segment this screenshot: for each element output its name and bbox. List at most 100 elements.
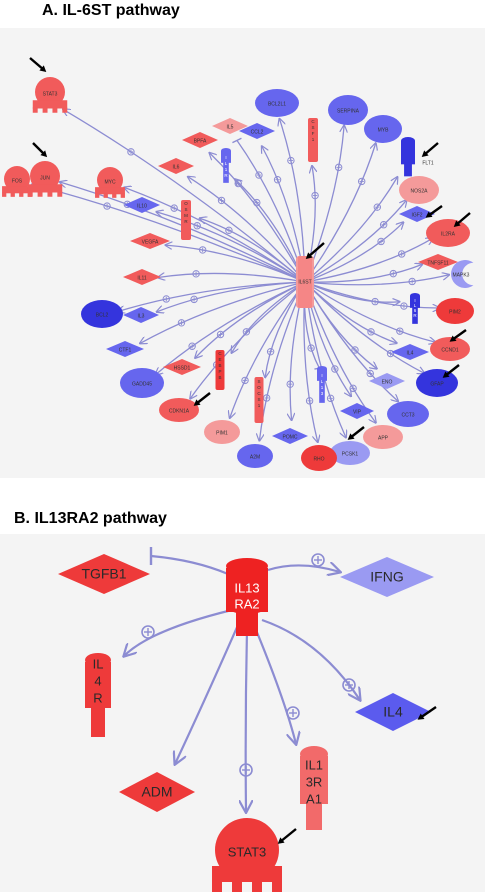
node-hssd1: HSSD1 <box>163 359 201 375</box>
node-gadd45: GADD45 <box>120 368 164 398</box>
svg-text:S: S <box>184 207 187 212</box>
svg-text:CCL2: CCL2 <box>251 129 264 135</box>
svg-text:C: C <box>311 119 315 124</box>
svg-text:IL6ST: IL6ST <box>298 279 311 285</box>
svg-text:1: 1 <box>225 167 228 172</box>
node-eno: ENO <box>369 373 405 389</box>
svg-text:L: L <box>321 379 324 384</box>
edge-b-il4r <box>124 608 233 656</box>
panel-a-title: A. IL-6ST pathway <box>42 2 180 19</box>
node-b-il4: IL4 <box>355 693 431 731</box>
svg-text:1: 1 <box>321 385 324 390</box>
edge-fos <box>32 184 306 283</box>
pointer-stat3-b-icon <box>277 828 297 844</box>
svg-text:IL4: IL4 <box>383 704 403 720</box>
svg-text:3R: 3R <box>306 774 323 789</box>
edge-vegfa <box>165 245 306 283</box>
node-myc: MYC <box>95 167 125 198</box>
pointer-gfap-icon <box>442 364 460 378</box>
svg-text:1: 1 <box>258 403 261 408</box>
edge-osmr <box>200 218 306 283</box>
svg-text:C: C <box>257 391 261 396</box>
svg-text:IL11: IL11 <box>137 275 147 281</box>
node-cdkn1a: CDKN1A <box>159 398 199 422</box>
svg-text:F: F <box>312 131 315 136</box>
svg-text:B: B <box>218 363 221 368</box>
svg-text:MYB: MYB <box>378 127 390 133</box>
svg-text:I: I <box>414 298 415 303</box>
edge-pim2 <box>304 281 439 308</box>
edge-jun <box>60 182 306 283</box>
edge-ccnd1 <box>304 281 435 342</box>
pointer-il4-b-icon <box>417 706 437 720</box>
node-flt1: FLT1 <box>401 137 434 177</box>
svg-text:C: C <box>218 351 222 356</box>
svg-text:4: 4 <box>94 673 101 688</box>
edge-gadd45 <box>156 281 306 375</box>
node-pim1: PIM1 <box>204 420 240 444</box>
svg-text:JUN: JUN <box>40 175 50 181</box>
node-il6st-hub: IL6ST <box>296 256 314 308</box>
node-b-stat3: STAT3 <box>212 818 282 892</box>
svg-text:CDKN1A: CDKN1A <box>169 408 190 414</box>
svg-text:IL2RA: IL2RA <box>441 231 456 237</box>
node-bcl2: BCL2 <box>81 300 123 328</box>
svg-text:GADD45: GADD45 <box>132 381 152 387</box>
node-il6: IL6 <box>158 158 194 174</box>
svg-text:STAT3: STAT3 <box>43 91 58 97</box>
edge-myb <box>304 143 376 283</box>
edge-gfap <box>304 281 424 373</box>
node-tnfsf11: TNFSF11 <box>418 254 458 270</box>
svg-text:GFAP: GFAP <box>430 381 444 387</box>
svg-text:A1: A1 <box>306 791 322 806</box>
svg-text:POMC: POMC <box>283 434 298 440</box>
edge-il11 <box>158 273 306 283</box>
edge-tnfsf11 <box>304 264 422 283</box>
node-bcl2l1: BCL2L1 <box>255 89 299 117</box>
svg-text:PIM1: PIM1 <box>216 430 228 436</box>
svg-text:TNFSF11: TNFSF11 <box>427 260 449 266</box>
svg-text:ADM: ADM <box>141 784 172 800</box>
node-stat3: STAT3 <box>32 77 68 113</box>
svg-text:STAT3: STAT3 <box>228 844 267 859</box>
node-b-ifng: IFNG <box>340 557 434 597</box>
node-cct3: CCT3 <box>387 401 429 427</box>
node-nos2a: NOS2A <box>399 176 439 204</box>
edge-b-ifng <box>267 565 340 572</box>
node-pomc: POMC <box>272 428 308 444</box>
edge-il6r <box>304 281 399 302</box>
node-bpfa: BPFA <box>182 132 218 148</box>
svg-text:BCL2: BCL2 <box>96 312 109 318</box>
svg-text:CTF1: CTF1 <box>119 347 132 353</box>
svg-text:P: P <box>218 369 221 374</box>
node-il13: IL13 <box>317 366 327 403</box>
pointer-jun-icon <box>32 142 48 158</box>
edge-il3 <box>157 281 306 312</box>
svg-text:S: S <box>311 125 314 130</box>
node-ccnd1: CCND1 <box>430 337 470 361</box>
edge-igf2 <box>304 222 403 283</box>
svg-text:CCT3: CCT3 <box>401 412 414 418</box>
node-igf2: IGF2 <box>399 206 435 222</box>
node-b-adm: ADM <box>119 772 195 812</box>
node-a2m: A2M <box>237 444 273 468</box>
pointer-hub-a-icon <box>305 242 325 259</box>
svg-text:IL3: IL3 <box>138 313 145 319</box>
edge-il6 <box>188 177 306 283</box>
edge-b-stat3 <box>246 629 247 812</box>
pointer-igf2-icon <box>425 205 443 218</box>
svg-text:VEGFA: VEGFA <box>142 239 159 245</box>
svg-text:O: O <box>257 385 261 390</box>
node-gfap: GFAP <box>416 369 458 397</box>
svg-text:BPFA: BPFA <box>194 138 207 144</box>
edge-b-il4 <box>261 618 360 700</box>
svg-text:IL6: IL6 <box>173 164 180 170</box>
svg-text:IL13: IL13 <box>234 580 259 595</box>
edge-b-tgfb1 <box>150 554 229 576</box>
svg-text:NOS2A: NOS2A <box>411 188 429 194</box>
svg-text:IL4: IL4 <box>407 350 414 356</box>
svg-text:R: R <box>93 690 102 705</box>
